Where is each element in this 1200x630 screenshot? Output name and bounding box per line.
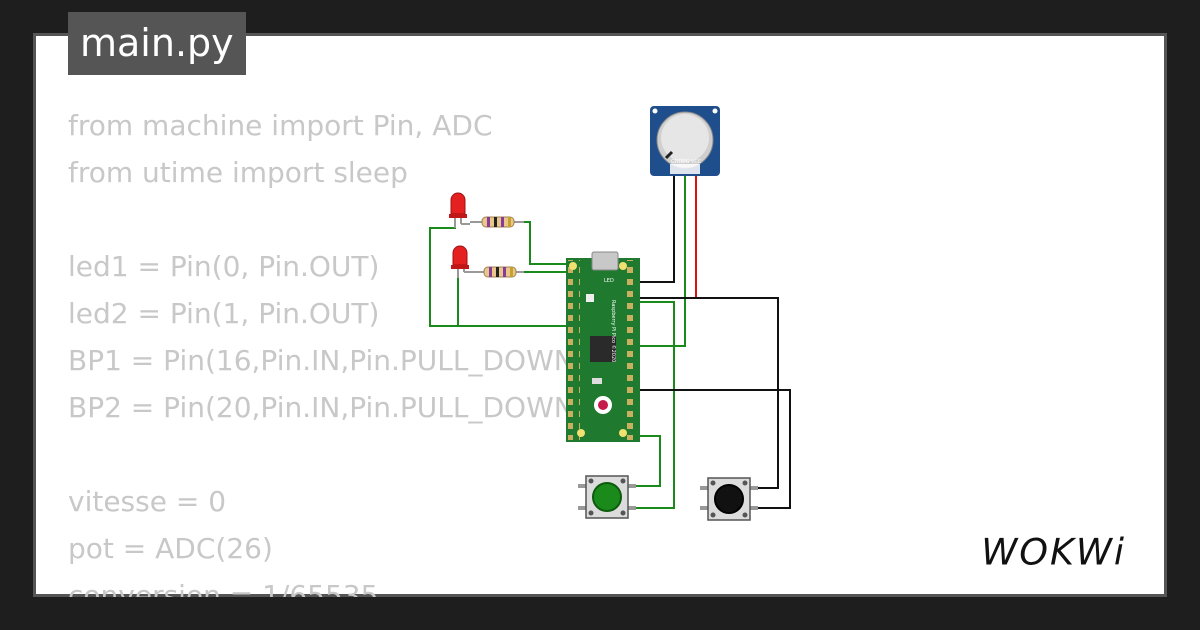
code-line: from utime import sleep [68,156,408,189]
pot-pin-gnd: GND [671,159,683,165]
led-1[interactable] [449,192,470,228]
wire-btn2-b[interactable] [634,389,791,509]
wire-btn1-a[interactable] [630,435,661,487]
wire-btn2-a[interactable] [634,297,779,489]
code-line: led1 = Pin(0, Pin.OUT) [68,250,380,283]
wire-led1-gp0[interactable] [520,221,575,265]
file-tab[interactable]: main.py [68,12,246,75]
code-line: vitesse = 0 [68,485,227,518]
file-tab-label: main.py [80,21,234,65]
pot-pin-sig: SIG [681,159,690,165]
potentiometer-knob-indicator [664,150,674,160]
led-2[interactable] [451,245,474,278]
wire-pot-sig[interactable] [634,172,686,347]
code-line: led2 = Pin(1, Pin.OUT) [68,297,380,330]
code-line: pot = ADC(26) [68,532,273,565]
pushbutton-black[interactable] [700,477,758,521]
raspberry-pi-pico[interactable]: LED Raspberry Pi Pico ©2020 [566,251,640,442]
code-line: BP1 = Pin(16,Pin.IN,Pin.PULL_DOWN) [68,344,586,377]
wokwi-logo-text: WOKWi [981,530,1126,573]
wire-btn1-b[interactable] [630,301,675,509]
code-line: from machine import Pin, ADC [68,109,493,142]
pushbutton-green[interactable] [578,475,636,519]
wire-led1-gnd[interactable] [429,227,575,327]
pico-board-label: Raspberry Pi Pico ©2020 [610,300,617,362]
potentiometer[interactable]: GND SIG VCC [650,106,720,176]
code-preview: from machine import Pin, ADC from utime … [68,102,588,597]
wokwi-logo: WOKWi [981,530,1126,573]
pot-pin-vcc: VCC [691,159,702,165]
wires [429,172,791,509]
resistor-1 [470,216,524,228]
raspberry-pi-icon-inner [598,400,608,410]
code-line: conversion = 1/65535 [68,579,379,597]
resistor-2 [474,266,524,278]
code-line: BP2 = Pin(20,Pin.IN,Pin.PULL_DOWN) [68,391,586,424]
wire-pot-vcc[interactable] [634,172,697,299]
wire-pot-gnd[interactable] [634,172,675,283]
pico-led-label: LED [604,278,614,284]
